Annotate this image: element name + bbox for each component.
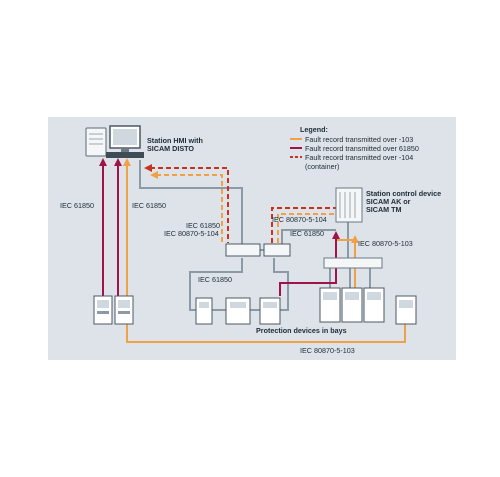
label-iec80870-bottom: IEC 80870-5-103 <box>300 346 355 355</box>
label-iec80870-a: IEC 80870-5-104 <box>164 229 219 238</box>
protection-device-61850-1 <box>195 297 213 325</box>
label-iec61850-mid: IEC 61850 <box>132 201 166 210</box>
legend-item-104: Fault record transmitted over -104 <box>305 153 413 162</box>
label-iec61850-a: IEC 61850 <box>186 221 220 230</box>
label-iec80870-b: IEC 80870-5-104 <box>272 215 327 224</box>
iec103-arrowheads <box>123 158 359 243</box>
legend-container-note: (container) <box>305 162 339 171</box>
station-hmi-label-2: SICAM DISTO <box>147 144 194 153</box>
label-iec61850-left: IEC 61850 <box>60 201 94 210</box>
station-control-label-2: SICAM AK or <box>366 197 411 206</box>
label-iec61850-c: IEC 61850 <box>290 229 324 238</box>
left-ied-1 <box>93 295 113 325</box>
left-ied-2 <box>114 295 134 325</box>
station-control-label-1: Station control device <box>366 189 441 198</box>
station-hmi-label-1: Station HMI with <box>147 136 203 145</box>
legend-item-103: Fault record transmitted over -103 <box>305 135 413 144</box>
protection-device-61850-2 <box>225 297 251 325</box>
iec61850-arrowheads <box>99 158 340 239</box>
ethernet-switch-right <box>263 243 291 257</box>
station-hmi-computer <box>85 125 144 158</box>
protection-device-103-3 <box>363 287 385 323</box>
right-ied <box>395 295 417 325</box>
label-iec61850-ring: IEC 61850 <box>198 275 232 284</box>
protection-device-103-1 <box>319 287 341 323</box>
legend-title: Legend: <box>300 125 328 134</box>
label-protection-bays: Protection devices in bays <box>256 326 347 335</box>
station-control-label-3: SICAM TM <box>366 205 402 214</box>
protection-device-103-2 <box>341 287 363 323</box>
iec104-arrowheads <box>144 164 158 179</box>
network-lines <box>139 160 371 311</box>
serial-hub <box>323 257 383 269</box>
protection-device-61850-3 <box>259 297 281 325</box>
legend-item-61850: Fault record transmitted over 61850 <box>305 144 419 153</box>
iec104-fault-lines <box>150 167 336 243</box>
label-iec80870-103: IEC 80870-5-103 <box>358 239 413 248</box>
legend: Legend: Fault record transmitted over -1… <box>290 125 419 171</box>
station-control-device <box>335 187 363 223</box>
ethernet-switch-left <box>225 243 261 257</box>
